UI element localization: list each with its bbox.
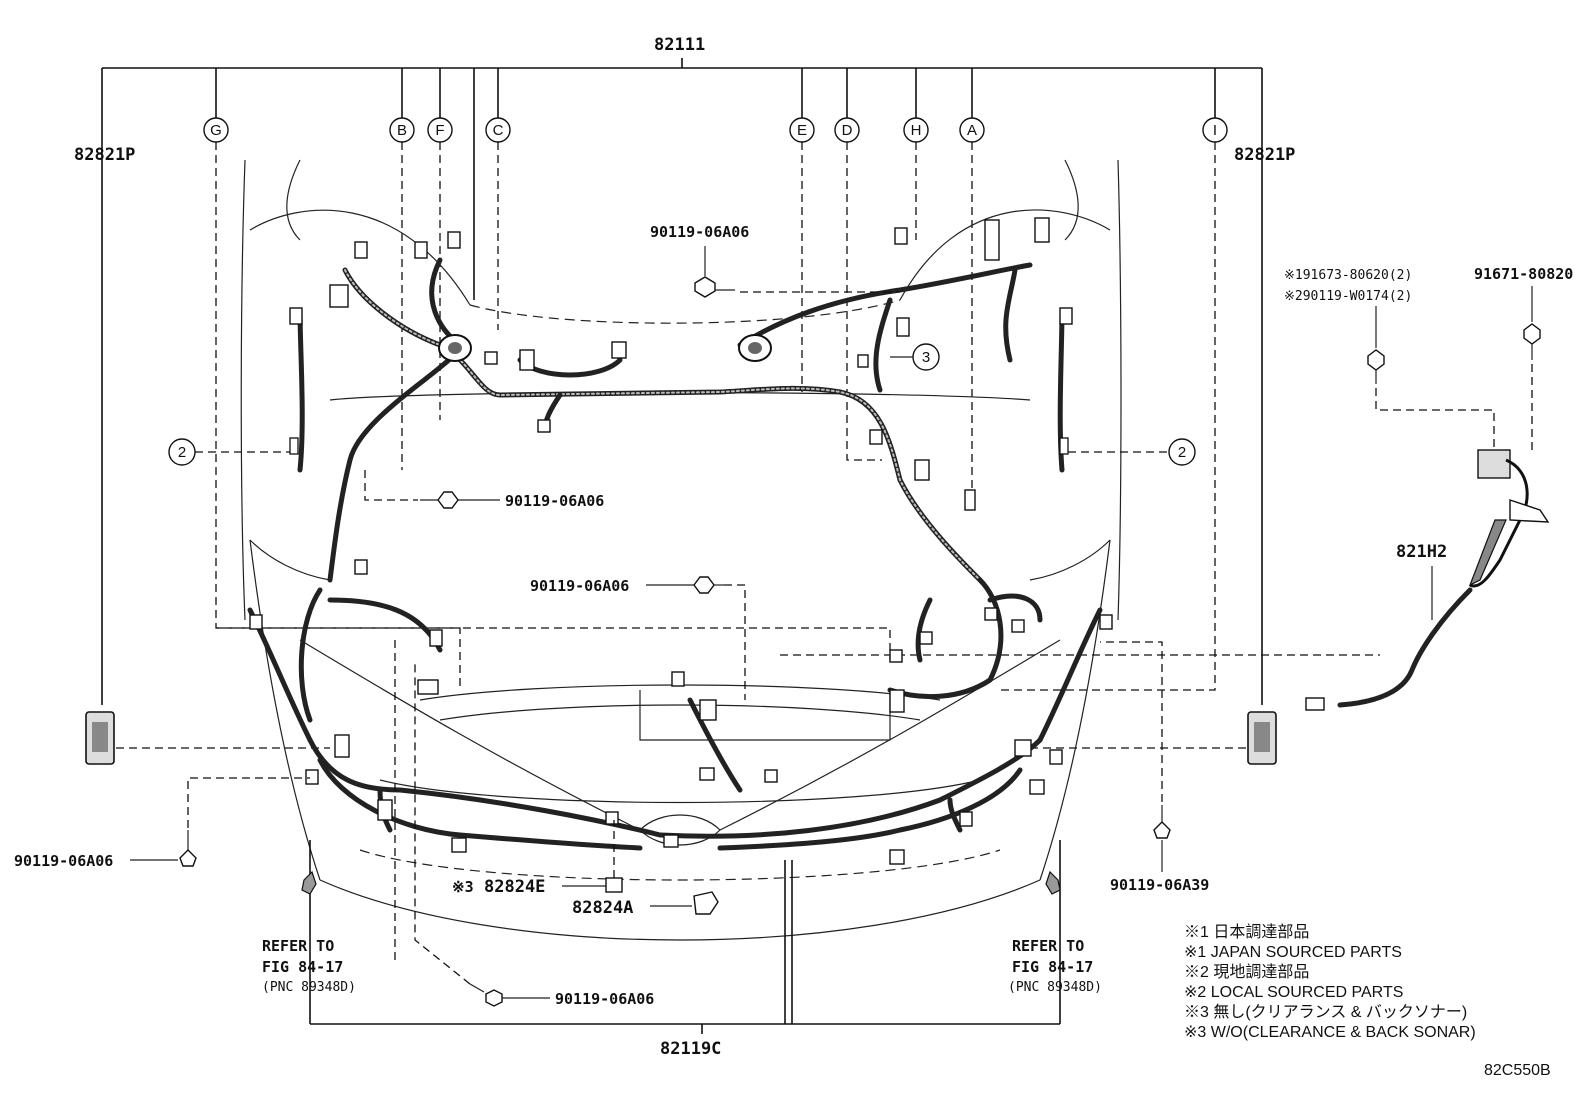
left-side-part-number: 82821P — [74, 145, 135, 165]
side-clip-left — [289, 437, 299, 455]
wire-harness — [247, 257, 1103, 851]
svg-text:I: I — [1213, 122, 1217, 139]
callout-two-right: 2 — [1168, 438, 1196, 466]
connector-letter-h: H — [903, 117, 929, 143]
grommets — [438, 334, 772, 362]
svg-text:2: 2 — [1178, 444, 1186, 461]
connector-letter-d: D — [834, 117, 860, 143]
bolt-top-label: 90119-06A06 — [650, 223, 749, 241]
svg-text:FIG 84-17: FIG 84-17 — [262, 958, 343, 976]
diagram-id: 82C550B — [1484, 1062, 1551, 1079]
svg-text:2: 2 — [178, 444, 186, 461]
svg-text:G: G — [210, 122, 222, 139]
front-part-e-prefix: ※3 — [452, 878, 474, 896]
svg-text:(PNC 89348D): (PNC 89348D) — [1008, 980, 1102, 995]
front-part-a-label: 82824A — [572, 898, 633, 918]
bolt-left-low-label: 90119-06A06 — [14, 852, 113, 870]
front-part-e-icon — [605, 877, 623, 893]
bolt-right-low-label: 90119-06A39 — [1110, 876, 1209, 894]
bolt-icon — [420, 491, 459, 509]
connector-letter-g: G — [203, 117, 229, 143]
legend-line: ※2 LOCAL SOURCED PARTS — [1184, 984, 1403, 1001]
connector-letters: G B F C E D H A I — [203, 117, 1228, 143]
connector-letter-e: E — [789, 117, 815, 143]
bottom-part-bracket — [309, 840, 1061, 1034]
legend-line: ※2 現地調達部品 — [1184, 963, 1309, 981]
svg-text:B: B — [397, 122, 407, 139]
callout-two-left: 2 — [168, 438, 196, 466]
callout-three: 3 — [890, 343, 940, 371]
legend-line: ※1 日本調達部品 — [1184, 923, 1309, 941]
right-sensor-bracket — [1305, 449, 1550, 711]
refer-clip-right — [1045, 870, 1061, 895]
letter-leaders — [215, 142, 1380, 691]
vehicle-body-outline — [240, 159, 1122, 941]
connector-letter-a: A — [959, 117, 985, 143]
front-part-e-label: 82824E — [484, 877, 545, 897]
connector-letter-b: B — [389, 117, 415, 143]
svg-text:C: C — [493, 122, 504, 139]
bolt-mid-left-label: 90119-06A06 — [505, 492, 604, 510]
bolt-icon — [694, 276, 735, 298]
bolt-icon — [179, 830, 197, 867]
svg-text:REFER TO: REFER TO — [262, 937, 334, 955]
svg-text:A: A — [967, 122, 977, 139]
main-part-bracket — [101, 58, 1263, 705]
bottom-part-number: 82119C — [660, 1039, 721, 1059]
legend-line: ※3 W/O(CLEARANCE & BACK SONAR) — [1184, 1024, 1476, 1041]
right-side-part-number: 82821P — [1234, 145, 1295, 165]
harness-connectors — [249, 217, 1113, 865]
svg-text:(PNC 89348D): (PNC 89348D) — [262, 980, 356, 995]
svg-text:F: F — [435, 122, 444, 139]
bolt-icon — [1523, 323, 1541, 360]
refer-clip-left — [301, 870, 317, 895]
bolt-icon — [1153, 805, 1171, 839]
right-assembly-note1: ※191673-80620(2) — [1284, 268, 1412, 283]
connector-letter-c: C — [485, 117, 511, 143]
refer-left: REFER TO FIG 84-17 (PNC 89348D) — [262, 937, 356, 995]
right-assembly-part-label: 821H2 — [1396, 542, 1447, 562]
svg-text:FIG 84-17: FIG 84-17 — [1012, 958, 1093, 976]
bolt-icon — [693, 576, 724, 594]
svg-text:E: E — [797, 122, 807, 139]
legend-line: ※3 無し(クリアランス & バックソナー) — [1184, 1003, 1467, 1021]
connector-letter-i: I — [1202, 117, 1228, 143]
front-part-a-icon — [693, 891, 719, 915]
right-assembly-bolt-label: 91671-80820 — [1474, 265, 1573, 283]
svg-text:3: 3 — [922, 349, 930, 366]
svg-text:D: D — [842, 122, 853, 139]
bolt-mid-center-label: 90119-06A06 — [530, 577, 629, 595]
bolt-icon — [469, 983, 503, 1007]
right-assembly-note2: ※290119-W0174(2) — [1284, 289, 1412, 304]
bolt-icon — [1367, 349, 1385, 384]
legend-line: ※1 JAPAN SOURCED PARTS — [1184, 944, 1402, 961]
left-side-clip — [85, 711, 115, 765]
connector-letter-f: F — [427, 117, 453, 143]
right-side-clip — [1247, 711, 1277, 765]
main-part-number: 82111 — [654, 35, 705, 55]
svg-text:REFER TO: REFER TO — [1012, 937, 1084, 955]
legend: ※1 日本調達部品 ※1 JAPAN SOURCED PARTS ※2 現地調達… — [1184, 923, 1476, 1041]
svg-text:H: H — [911, 122, 922, 139]
side-clip-right — [1059, 437, 1069, 455]
refer-right: REFER TO FIG 84-17 (PNC 89348D) — [1008, 937, 1102, 995]
bolt-bottom-label: 90119-06A06 — [555, 990, 654, 1008]
